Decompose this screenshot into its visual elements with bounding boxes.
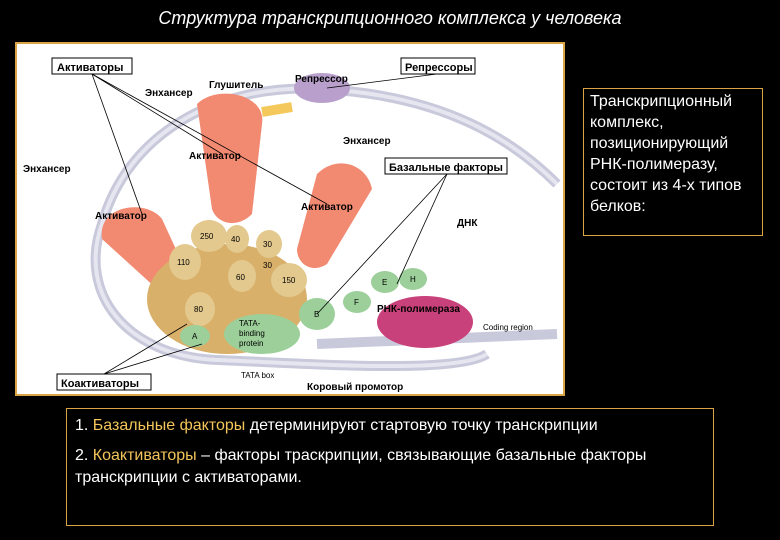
label-activator-top: Активатор xyxy=(189,151,241,162)
subunit-30a xyxy=(256,230,282,258)
subunit-label-A: A xyxy=(192,332,198,341)
factor-H xyxy=(399,268,427,290)
note-2: 2. Коактиваторы – факторы траскрипции, с… xyxy=(75,445,705,489)
label-enhancer-left: Энхансер xyxy=(23,164,71,175)
subunit-label-E: E xyxy=(382,278,387,287)
subunit-40 xyxy=(225,225,249,253)
subunit-110 xyxy=(169,244,201,280)
repressor-shape xyxy=(294,73,350,103)
note-2-term: Коактиваторы xyxy=(92,447,197,464)
subunit-label-F: F xyxy=(354,298,359,307)
subunit-label-110: 110 xyxy=(177,258,190,267)
subunit-label-30b: 30 xyxy=(263,261,272,270)
label-coding-region: Coding region xyxy=(483,323,533,332)
label-activator-right: Активатор xyxy=(301,202,353,213)
label-rna-polymerase: РНК-полимераза xyxy=(377,304,460,315)
rna-polymerase-shape xyxy=(377,296,473,348)
subunit-60 xyxy=(228,260,256,292)
subunit-label-H: H xyxy=(410,275,416,284)
silencer-region xyxy=(261,102,293,117)
activator-top-shape xyxy=(197,93,263,224)
note-1-num: 1. xyxy=(75,417,89,434)
note-1-term: Базальные факторы xyxy=(92,417,246,434)
label-activators: Активаторы xyxy=(57,62,123,74)
label-dna: ДНК xyxy=(457,218,478,229)
notes-box: 1. Базальные факторы детерминируют старт… xyxy=(66,408,714,526)
factor-F xyxy=(343,291,371,313)
label-enhancer-right: Энхансер xyxy=(343,136,391,147)
label-activator-left: Активатор xyxy=(95,211,147,222)
label-core-promoter: Коровый промотор xyxy=(307,382,403,393)
note-2-num: 2. xyxy=(75,447,89,464)
subunit-label-150: 150 xyxy=(282,276,296,285)
label-repressor: Репрессор xyxy=(295,74,348,85)
label-enhancer-top: Энхансер xyxy=(145,88,193,99)
activator-right-shape xyxy=(297,163,372,269)
label-basal-factors: Базальные факторы xyxy=(389,162,503,174)
transcription-complex-diagram: Активаторы Репрессоры Базальные факторы … xyxy=(15,42,565,396)
note-1-rest: детерминируют стартовую точку транскрипц… xyxy=(249,417,598,434)
subunit-label-60: 60 xyxy=(236,273,245,282)
tata-binding-protein xyxy=(224,314,300,354)
subunit-label-250: 250 xyxy=(200,232,214,241)
subunit-label-80: 80 xyxy=(194,305,203,314)
factor-E xyxy=(371,271,399,293)
subunit-80 xyxy=(185,292,215,326)
subunit-250 xyxy=(191,220,227,252)
label-repressors: Репрессоры xyxy=(405,62,473,74)
subunit-label-40: 40 xyxy=(231,235,240,244)
note-2-rest: – факторы траскрипции, связывающие базал… xyxy=(75,447,647,486)
note-1: 1. Базальные факторы детерминируют старт… xyxy=(75,415,705,437)
label-tata-box: TATA box xyxy=(241,371,274,380)
label-silencer: Глушитель xyxy=(209,80,263,91)
factor-A xyxy=(180,325,210,347)
label-tata-3: protein xyxy=(239,339,263,348)
slide-title: Структура транскрипционного комплекса у … xyxy=(158,8,622,28)
label-coactivators: Коактиваторы xyxy=(61,378,139,390)
info-box: Транскрипционный комплекс, позиционирующ… xyxy=(583,88,763,236)
label-tata-1: TATA- xyxy=(239,319,261,328)
subunit-label-B: B xyxy=(314,310,319,319)
subunit-label-30a: 30 xyxy=(263,240,272,249)
subunit-150 xyxy=(271,263,307,297)
label-tata-2: binding xyxy=(239,329,265,338)
